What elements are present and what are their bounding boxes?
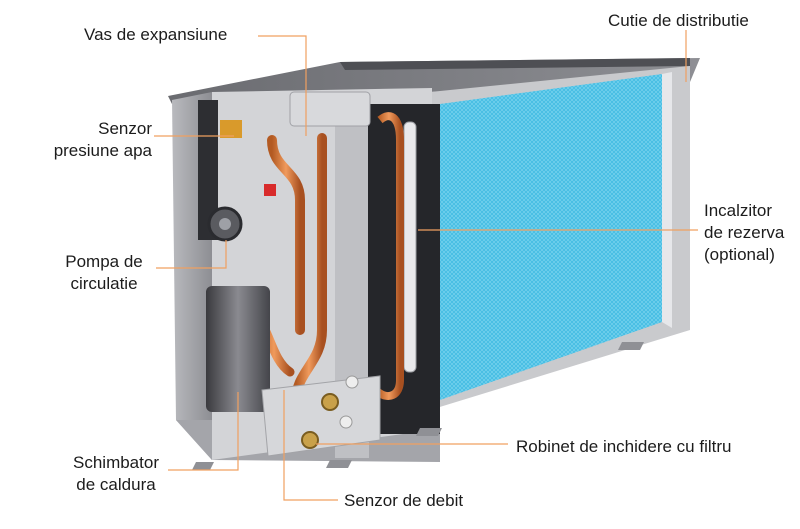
filter-valve bbox=[301, 431, 319, 449]
plate-heat-exchanger bbox=[206, 286, 270, 412]
flow-sensor bbox=[321, 393, 339, 411]
label-pompa-circulatie: Pompa de circulatie bbox=[65, 252, 143, 293]
pressure-sensor-box bbox=[220, 120, 242, 138]
foot bbox=[618, 342, 644, 350]
front-lower-panel bbox=[261, 375, 381, 457]
label-senzor-debit: Senzor de debit bbox=[344, 491, 464, 510]
heat-exchanger-coil bbox=[440, 74, 662, 400]
label-vas-expansiune: Vas de expansiune bbox=[84, 25, 228, 44]
foot bbox=[326, 460, 352, 468]
copper-pipe-coil bbox=[375, 112, 404, 400]
label-senzor-presiune: Senzor presiune apa bbox=[53, 119, 152, 160]
red-valve bbox=[264, 184, 276, 196]
leader-schimbator bbox=[168, 392, 239, 471]
leader-lines bbox=[154, 30, 698, 501]
coil-frame-right bbox=[662, 72, 672, 328]
label-robinet-filtru: Robinet de inchidere cu filtru bbox=[516, 437, 732, 456]
label-schimbator-caldura: Schimbator de caldura bbox=[73, 453, 159, 494]
copper-pipe-main bbox=[267, 135, 305, 335]
leader-pompa bbox=[156, 240, 227, 269]
label-incalzitor-rezerva: Incalzitor de rezerva (optional) bbox=[704, 201, 785, 264]
control-panel bbox=[198, 100, 218, 240]
label-cutie-distributie: Cutie de distributie bbox=[608, 11, 749, 30]
foot bbox=[192, 462, 214, 470]
expansion-vessel bbox=[289, 91, 371, 127]
leader-senzor-debit bbox=[283, 390, 338, 501]
backup-heater bbox=[403, 121, 417, 373]
casing-top-edge bbox=[340, 58, 690, 70]
foot bbox=[416, 428, 442, 436]
leader-vas bbox=[258, 35, 307, 136]
